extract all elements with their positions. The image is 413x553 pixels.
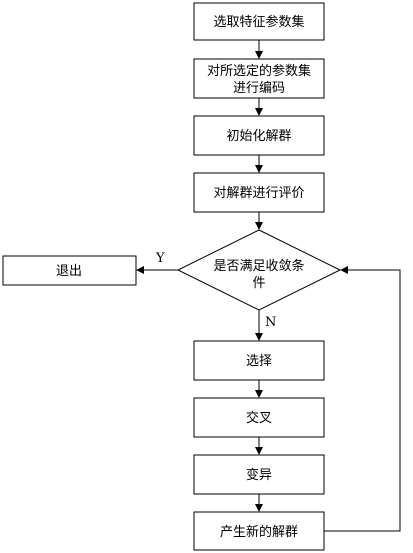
node-label: 退出: [56, 264, 82, 279]
process-box: [193, 511, 325, 551]
arrowhead: [255, 504, 263, 512]
node-label: 初始化解群: [226, 129, 291, 144]
connectors: [136, 40, 401, 532]
node-label-line-1: 是否满足收敛条: [213, 258, 304, 274]
process-box: [193, 454, 325, 495]
node-label: 交叉: [246, 410, 272, 426]
node-label: 对解群进行评价: [213, 186, 304, 201]
node-select-params: 选取特征参数集: [193, 2, 325, 41]
process-box: [193, 340, 325, 381]
node-label: 产生新的解群: [220, 524, 298, 540]
arrowhead: [255, 333, 263, 341]
arrowhead: [255, 51, 263, 59]
arrowhead: [255, 447, 263, 455]
node-label: 变异: [246, 467, 272, 483]
node-encode: 对所选定的参数集 进行编码: [193, 58, 325, 99]
arrowhead: [340, 266, 348, 274]
process-box: [193, 2, 325, 41]
node-init: 初始化解群: [193, 115, 325, 156]
arrowhead: [255, 165, 263, 173]
arrowhead: [255, 222, 263, 230]
edge-label-yes: Y: [155, 251, 165, 266]
node-converge: 是否满足收敛条 件: [176, 229, 342, 311]
arrowhead: [255, 108, 263, 116]
node-exit: 退出: [2, 255, 137, 286]
process-box: [193, 397, 325, 438]
node-new-pop: 产生新的解群: [193, 511, 325, 551]
node-mutation: 变异: [193, 454, 325, 495]
node-label-line-2: 进行编码: [233, 81, 285, 96]
node-label-line-2: 件: [252, 276, 265, 291]
process-box: [193, 58, 325, 99]
node-label: 选择: [246, 354, 272, 369]
edge-label-no: N: [265, 315, 276, 330]
node-evaluate: 对解群进行评价: [193, 172, 325, 213]
node-label: 选取特征参数集: [213, 14, 304, 30]
arrowhead: [255, 390, 263, 398]
edge-loop-back: [324, 269, 401, 532]
process-box: [193, 172, 325, 213]
decision-diamond: [176, 229, 342, 311]
node-selection: 选择: [193, 340, 325, 381]
arrowhead: [136, 266, 144, 274]
node-label-line-1: 对所选定的参数集: [207, 63, 311, 79]
node-crossover: 交叉: [193, 397, 325, 438]
process-box: [193, 115, 325, 156]
process-box: [2, 255, 137, 286]
